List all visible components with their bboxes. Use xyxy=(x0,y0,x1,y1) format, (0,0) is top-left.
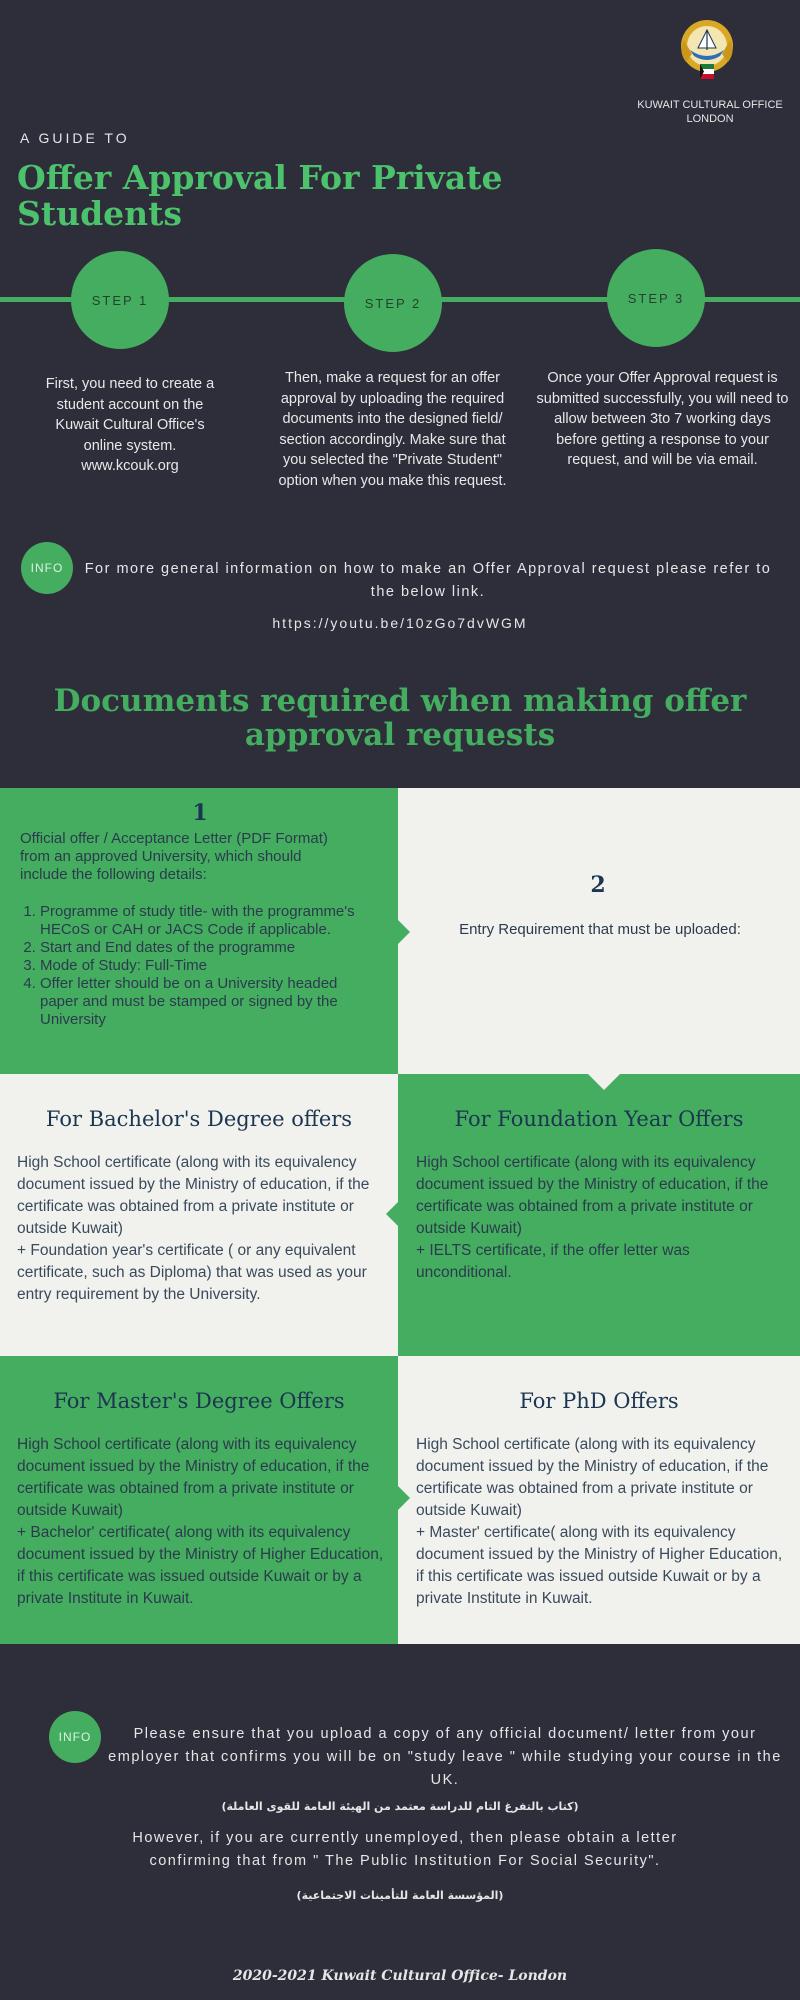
arabic-note-1: (كتاب بالتفرغ التام للدراسة معتمد من اله… xyxy=(221,1800,579,1813)
step-3-text: Once your Offer Approval request is subm… xyxy=(536,370,789,468)
foundation-panel xyxy=(398,1074,800,1356)
arrow-right-icon xyxy=(398,1486,410,1510)
master-panel xyxy=(0,1356,398,1644)
phd-panel xyxy=(398,1356,800,1644)
master-text: High School certificate (along with its … xyxy=(17,1436,384,1607)
arrow-right-icon xyxy=(398,920,410,944)
foundation-text: High School certificate (along with its … xyxy=(416,1154,769,1281)
box-1-number: 1 xyxy=(192,800,208,826)
guide-subtitle: A GUIDE TO xyxy=(20,130,130,146)
list-item: Offer letter should be on a University h… xyxy=(40,975,378,1029)
phd-text: High School certificate (along with its … xyxy=(416,1436,783,1607)
info-badge: INFO xyxy=(21,542,73,594)
master-title: For Master's Degree Offers xyxy=(53,1389,345,1413)
unemployed-text: However, if you are currently unemployed… xyxy=(132,1830,678,1869)
documents-title: Documents required when making offer app… xyxy=(53,683,747,753)
arrow-down-icon xyxy=(588,1074,620,1090)
step-2-badge: STEP 2 xyxy=(344,254,442,352)
footer: 2020-2021 Kuwait Cultural Office- London xyxy=(232,1968,568,1984)
box-2-text: Entry Requirement that must be uploaded: xyxy=(459,921,741,938)
bachelor-panel xyxy=(0,1074,398,1356)
list-item: Start and End dates of the programme xyxy=(40,939,378,957)
foundation-title: For Foundation Year Offers xyxy=(454,1107,744,1131)
list-item: Programme of study title- with the progr… xyxy=(40,903,378,939)
requirement-box-1 xyxy=(0,788,398,1074)
info-badge: INFO xyxy=(49,1711,101,1763)
requirement-box-2 xyxy=(398,788,800,1074)
step-1-badge: STEP 1 xyxy=(71,251,169,349)
kuwait-emblem-icon xyxy=(681,20,733,79)
box-1-requirements-list: Programme of study title- with the progr… xyxy=(18,903,378,1029)
arabic-note-2: (المؤسسة العامة للتأمينات الاجتماعية) xyxy=(296,1889,504,1902)
bachelor-title: For Bachelor's Degree offers xyxy=(45,1107,353,1131)
step-1-text: First, you need to create a student acco… xyxy=(45,376,215,474)
page-title: Offer Approval For Private Students xyxy=(17,158,503,233)
office-name: KUWAIT CULTURAL OFFICE LONDON xyxy=(637,99,783,125)
step-2-text: Then, make a request for an offer approv… xyxy=(278,370,507,489)
study-leave-text: Please ensure that you upload a copy of … xyxy=(108,1726,782,1788)
box-1-intro: Official offer / Acceptance Letter (PDF … xyxy=(20,830,328,883)
box-2-number: 2 xyxy=(590,872,606,898)
list-item: Mode of Study: Full-Time xyxy=(40,957,378,975)
step-3-badge: STEP 3 xyxy=(607,249,705,347)
info-text: For more general information on how to m… xyxy=(84,561,772,600)
phd-title: For PhD Offers xyxy=(519,1389,679,1413)
arrow-left-icon xyxy=(386,1202,398,1226)
bachelor-text: High School certificate (along with its … xyxy=(17,1154,370,1303)
video-link[interactable]: https://youtu.be/10zGo7dvWGM xyxy=(272,615,528,631)
